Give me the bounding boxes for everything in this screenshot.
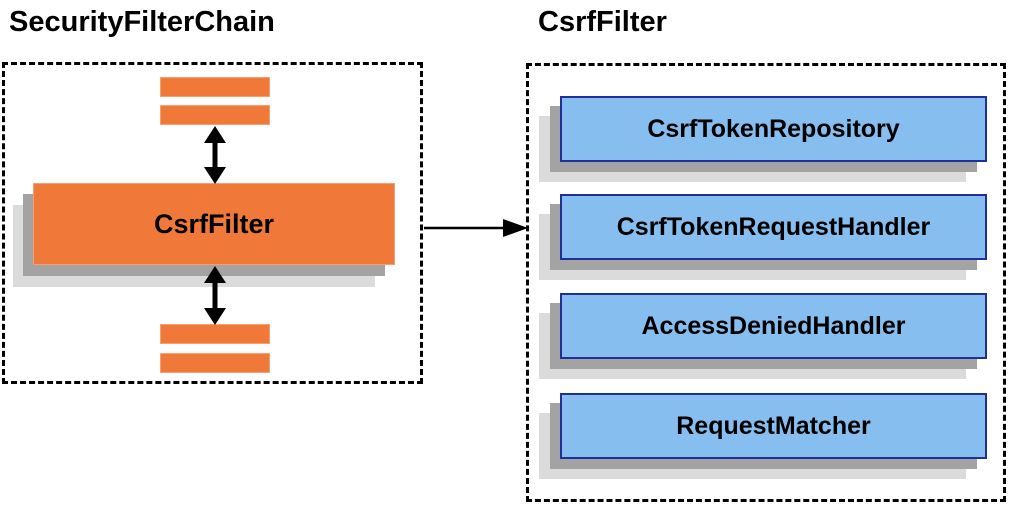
csrf-filter-components-box	[526, 63, 1006, 502]
component-box-csrf-token-repository: CsrfTokenRepository	[560, 96, 987, 162]
csrf-filter-box: CsrfFilter	[33, 183, 395, 265]
security-filter-chain-box	[2, 62, 423, 384]
filter-placeholder-bar-top-2	[160, 105, 270, 125]
filter-placeholder-bar-bottom-2	[160, 353, 270, 373]
component-box-access-denied-handler: AccessDeniedHandler	[560, 293, 987, 359]
security-filter-chain-title: SecurityFilterChain	[9, 6, 275, 38]
component-box-request-matcher: RequestMatcher	[560, 393, 987, 459]
csrf-filter-title: CsrfFilter	[538, 6, 667, 38]
filter-placeholder-bar-top-1	[160, 77, 270, 97]
csrf-filter-box-label: CsrfFilter	[153, 208, 275, 239]
component-box-csrf-token-request-handler: CsrfTokenRequestHandler	[560, 194, 987, 260]
connector-arrow-icon	[424, 219, 528, 237]
filter-placeholder-bar-bottom-1	[160, 324, 270, 344]
component-label: AccessDeniedHandler	[641, 311, 906, 340]
component-label: CsrfTokenRepository	[647, 114, 900, 143]
component-label: RequestMatcher	[676, 411, 871, 440]
component-label: CsrfTokenRequestHandler	[616, 212, 931, 241]
